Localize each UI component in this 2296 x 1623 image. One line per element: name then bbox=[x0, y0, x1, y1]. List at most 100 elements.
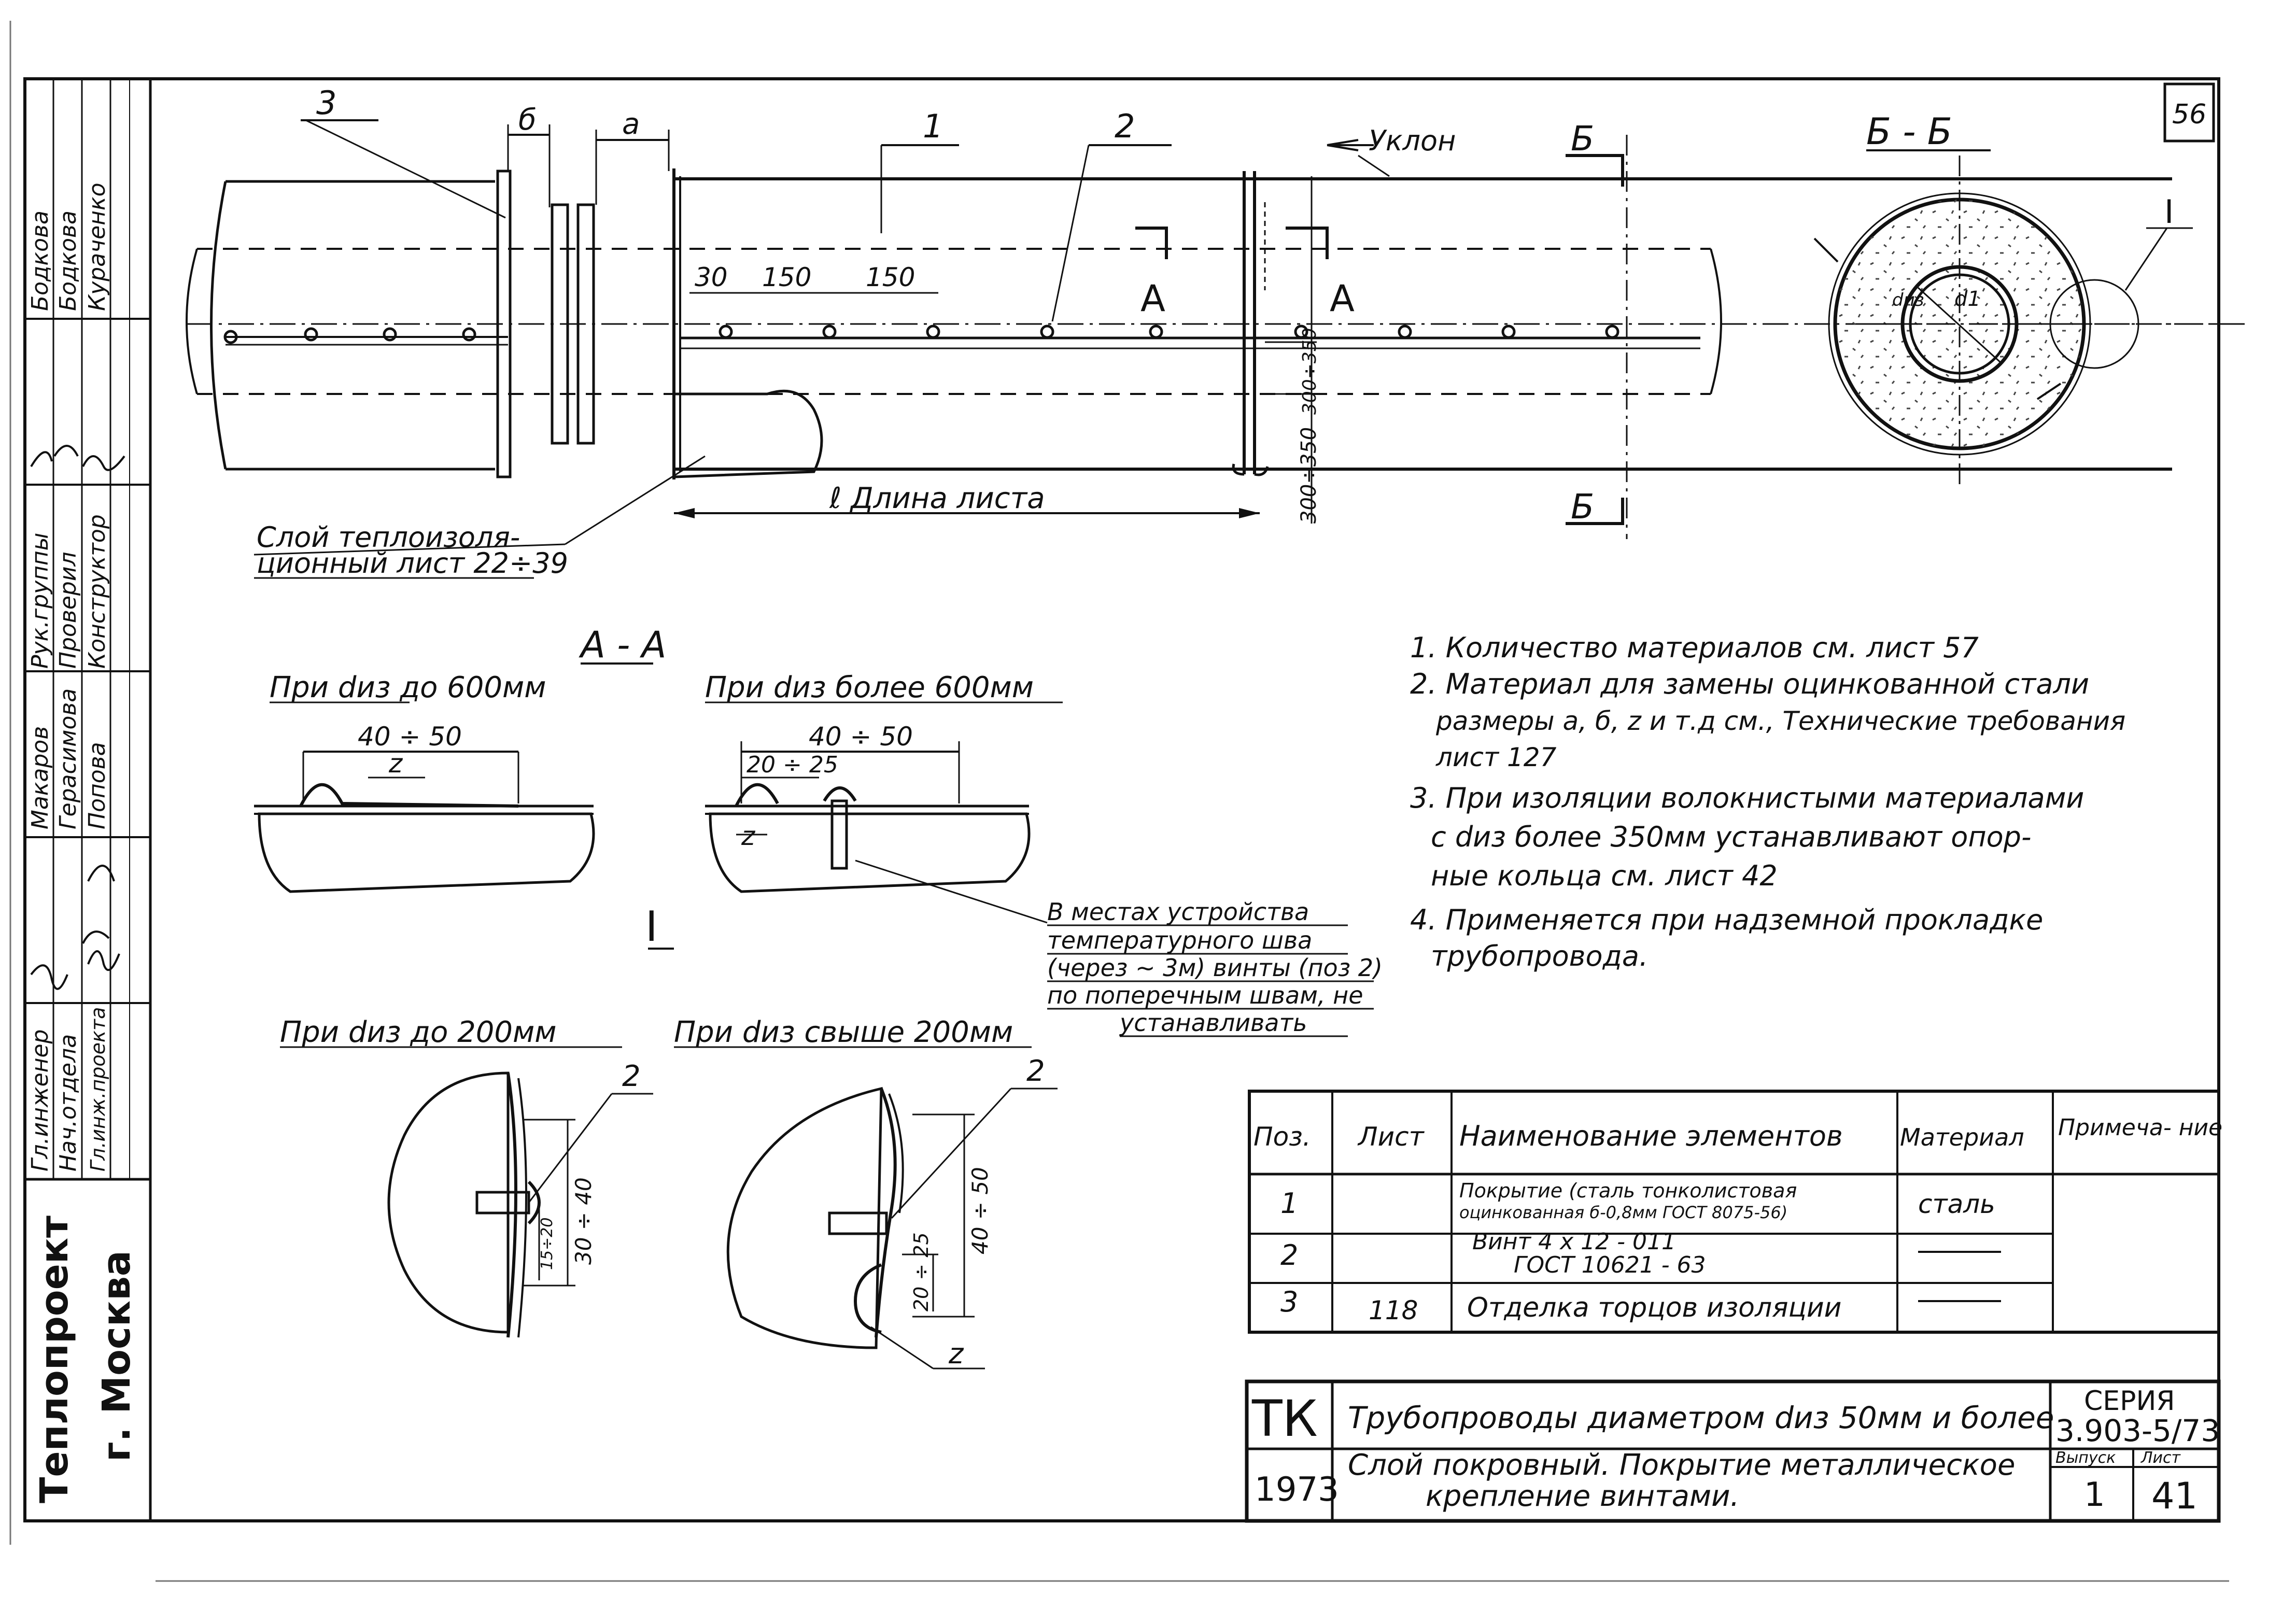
note-2b: размеры а, б, z и т.д см., Технические т… bbox=[1435, 706, 2125, 736]
section-b-bottom: Б bbox=[1571, 487, 1594, 527]
sheet-length-label: ℓ Длина листа bbox=[829, 482, 1045, 515]
stamp-org: Теплопроект bbox=[32, 1216, 77, 1503]
section-aa-left-dim: 40 ÷ 50 bbox=[358, 722, 462, 752]
title-block-grid bbox=[1245, 1379, 2221, 1523]
dim-300-350-b: 300÷350 bbox=[1297, 427, 1321, 524]
side-name-4: Герасимова bbox=[55, 688, 81, 829]
side-name-5: Попова bbox=[84, 742, 110, 829]
title-line-2: Слой покровный. Покрытие металлическое bbox=[1348, 1448, 2015, 1482]
spec-row-2-pos: 2 bbox=[1280, 1239, 1298, 1272]
section-bb-view bbox=[1813, 149, 2245, 487]
spec-header-sheet: Лист bbox=[1357, 1122, 1425, 1152]
detail-I-right-dim2: 20 ÷ 25 bbox=[910, 1232, 933, 1311]
section-b-top: Б bbox=[1571, 119, 1594, 159]
pos-3-label: 3 bbox=[316, 84, 336, 122]
spec-row-1-name1: Покрытие (сталь тонколистовая bbox=[1459, 1179, 1797, 1202]
title-tk: ТК bbox=[1251, 1390, 1318, 1448]
detail-I-left-dim1: 30 ÷ 40 bbox=[571, 1177, 596, 1265]
dim-a-label: а bbox=[622, 107, 640, 141]
note-2: 2. Материал для замены оцинкованной стал… bbox=[1410, 668, 2089, 700]
spec-row-3-pos: 3 bbox=[1280, 1286, 1298, 1318]
dim-30: 30 bbox=[695, 262, 728, 292]
side-role-0: Гл.инженер bbox=[27, 1029, 53, 1172]
insulation-note-2: ционный лист 22÷39 bbox=[257, 547, 568, 580]
detail-I-pos2-left: 2 bbox=[622, 1060, 641, 1093]
section-aa-view bbox=[254, 662, 1063, 924]
side-role-5: Конструктор bbox=[84, 514, 110, 669]
spec-table-grid bbox=[1248, 1090, 2220, 1334]
section-bb-title: Б - Б bbox=[1866, 110, 1952, 153]
seam-note-4: по поперечным швам, не bbox=[1047, 981, 1363, 1009]
note-4b: трубопровода. bbox=[1431, 940, 1648, 972]
spec-row-2-name1: Винт 4 х 12 - 011 bbox=[1472, 1229, 1676, 1255]
spec-row-3-name1: Отделка торцов изоляции bbox=[1467, 1292, 1841, 1323]
spec-header-name: Наименование элементов bbox=[1459, 1120, 1843, 1152]
note-3: 3. При изоляции волокнистыми материалами bbox=[1410, 782, 2084, 814]
page-number: 56 bbox=[2172, 99, 2206, 130]
dim-b-label: б bbox=[518, 103, 537, 137]
side-top-name-1: Бодкова bbox=[55, 210, 81, 311]
dim-150-b: 150 bbox=[866, 262, 915, 292]
spec-row-1-pos: 1 bbox=[1280, 1187, 1298, 1220]
spec-row-3-sheet: 118 bbox=[1369, 1295, 1418, 1325]
pos-2-label: 2 bbox=[1115, 107, 1135, 145]
title-line-1: Трубопроводы диаметром dиз 50мм и более bbox=[1348, 1400, 2054, 1435]
detail-I-pos2-right: 2 bbox=[1026, 1054, 1045, 1088]
section-aa-right-caption: При dиз более 600мм bbox=[705, 671, 1034, 704]
pipe-main-view bbox=[186, 119, 2245, 579]
side-signature-block bbox=[25, 79, 150, 1181]
spec-row-2-name2: ГОСТ 10621 - 63 bbox=[1514, 1252, 1706, 1278]
detail-I-title: I bbox=[645, 902, 658, 951]
seam-note-5: устанавливать bbox=[1119, 1009, 1307, 1037]
note-1: 1. Количество материалов см. лист 57 bbox=[1410, 631, 1979, 664]
side-name-3: Макаров bbox=[27, 726, 53, 829]
section-bb-diz: dиз bbox=[1892, 290, 1924, 311]
issue-label: Выпуск bbox=[2055, 1449, 2116, 1467]
insulation-note-1: Слой теплоизоля- bbox=[257, 521, 520, 554]
detail-I-right-caption: При dиз свыше 200мм bbox=[674, 1015, 1013, 1049]
section-a-left: А bbox=[1140, 277, 1165, 320]
note-4: 4. Применяется при надземной прокладке bbox=[1410, 904, 2043, 936]
dim-300-350-a: 300÷350 bbox=[1299, 328, 1320, 415]
side-role-1: Нач.отдела bbox=[55, 1034, 81, 1172]
section-a-right: А bbox=[1330, 277, 1355, 320]
detail-I-right-dim1: 40 ÷ 50 bbox=[967, 1167, 993, 1254]
section-aa-title: А - А bbox=[579, 624, 667, 666]
side-role-4: Проверил bbox=[55, 552, 81, 669]
spec-header-material: Материал bbox=[1900, 1123, 2024, 1151]
pos-1-label: 1 bbox=[923, 107, 943, 145]
title-year: 1973 bbox=[1255, 1471, 1339, 1509]
section-bb-d1: d1 bbox=[1954, 287, 1981, 311]
detail-I-z: z bbox=[948, 1337, 964, 1370]
signatures bbox=[30, 865, 120, 990]
note-3c: ные кольца см. лист 42 bbox=[1431, 859, 1778, 892]
side-top-name-0: Бодкова bbox=[27, 210, 53, 311]
issue-value: 1 bbox=[2084, 1476, 2105, 1514]
spec-row-1-material: сталь bbox=[1918, 1189, 1995, 1219]
side-role-3: Рук.группы bbox=[27, 533, 53, 669]
slope-label: Уклон bbox=[1369, 124, 1456, 157]
seam-note-2: температурного шва bbox=[1047, 926, 1312, 954]
detail-I-mark: I bbox=[2164, 193, 2174, 231]
seam-note-3: (через ~ 3м) винты (поз 2) bbox=[1047, 954, 1383, 982]
series-label: СЕРИЯ bbox=[2084, 1386, 2175, 1417]
spec-header-pos: Поз. bbox=[1253, 1122, 1311, 1152]
seam-note-underlines bbox=[1047, 924, 1374, 1037]
dim-150-a: 150 bbox=[762, 262, 811, 292]
note-3b: с dиз более 350мм устанавливают опор- bbox=[1431, 821, 2031, 853]
section-aa-left-caption: При dиз до 600мм bbox=[270, 671, 546, 704]
detail-I-left-caption: При dиз до 200мм bbox=[280, 1015, 557, 1049]
detail-I-left-dim2: 15÷20 bbox=[538, 1218, 556, 1270]
section-aa-z-left: z bbox=[388, 749, 403, 779]
section-aa-right-dim-small: 20 ÷ 25 bbox=[746, 752, 838, 778]
side-role-2: Гл.инж.проекта bbox=[87, 1007, 109, 1172]
spec-row-1-name2: оцинкованная б-0,8мм ГОСТ 8075-56) bbox=[1459, 1203, 1787, 1222]
side-top-name-2: Кураченко bbox=[84, 183, 110, 312]
title-line-3: крепление винтами. bbox=[1426, 1479, 1739, 1513]
section-aa-right-dim: 40 ÷ 50 bbox=[809, 722, 913, 752]
spec-header-note: Примеча- ние bbox=[2058, 1114, 2222, 1141]
note-2c: лист 127 bbox=[1435, 742, 1557, 772]
sheet-frame bbox=[9, 21, 2229, 1582]
